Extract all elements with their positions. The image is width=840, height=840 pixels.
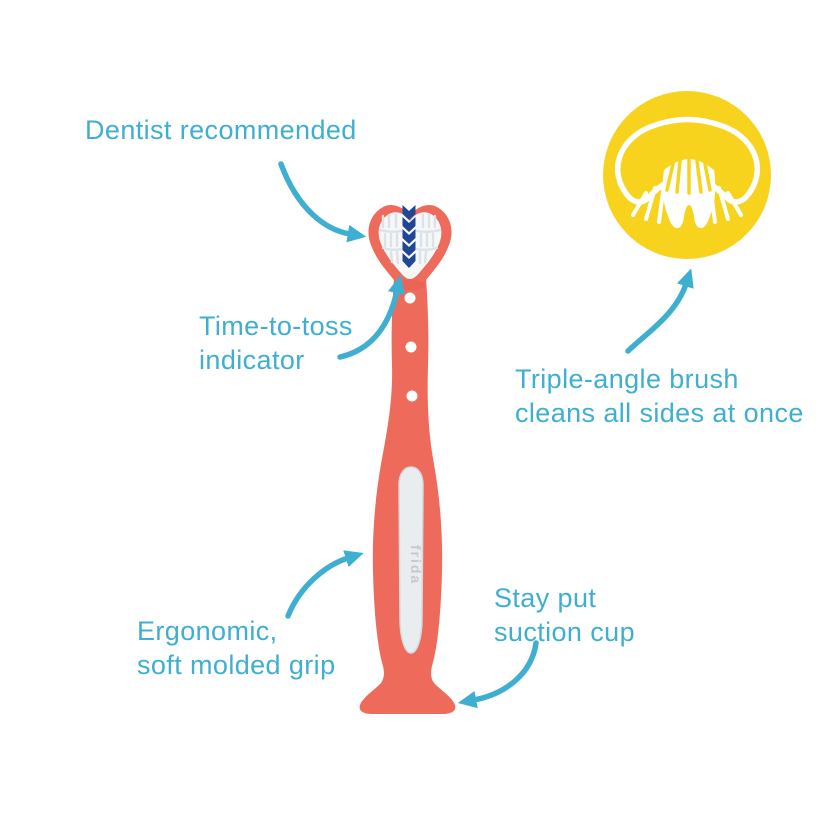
arrow-to-grip-icon: [285, 550, 364, 619]
label-line: suction cup: [494, 617, 635, 647]
brand-wordmark: frida: [408, 545, 424, 585]
tooth-brush-badge: [603, 91, 771, 259]
label-line: Stay put: [494, 583, 597, 613]
label-dentist-recommended: Dentist recommended: [85, 113, 357, 147]
annotation-arrows: [278, 161, 694, 709]
label-triple-angle-brush: Triple-angle brush cleans all sides at o…: [515, 362, 804, 430]
arrow-to-brush-head-icon: [278, 161, 367, 243]
arrow-to-toss-indicator-icon: [337, 274, 406, 360]
label-line: Triple-angle brush: [515, 364, 739, 394]
label-line: Ergonomic,: [137, 616, 278, 646]
label-ergonomic-grip: Ergonomic, soft molded grip: [137, 614, 336, 682]
time-to-toss-bristles: [402, 205, 416, 268]
arrow-to-badge-icon: [625, 268, 694, 354]
label-line: Dentist recommended: [85, 115, 357, 145]
label-stay-put-suction: Stay put suction cup: [494, 581, 635, 649]
label-line: soft molded grip: [137, 650, 336, 680]
neck-dots: [404, 292, 418, 402]
label-line: indicator: [199, 345, 305, 375]
head-neck-shadow: [395, 280, 425, 290]
arrow-to-suction-cup-icon: [457, 640, 539, 709]
toothbrush: frida: [359, 205, 456, 714]
label-line: Time-to-toss: [199, 311, 353, 341]
label-time-to-toss: Time-to-toss indicator: [199, 309, 353, 377]
tooth-brush-badge-icon: [615, 116, 760, 229]
label-line: cleans all sides at once: [515, 398, 804, 428]
grip-panel: [398, 466, 424, 654]
bristle-texture: [378, 213, 442, 265]
